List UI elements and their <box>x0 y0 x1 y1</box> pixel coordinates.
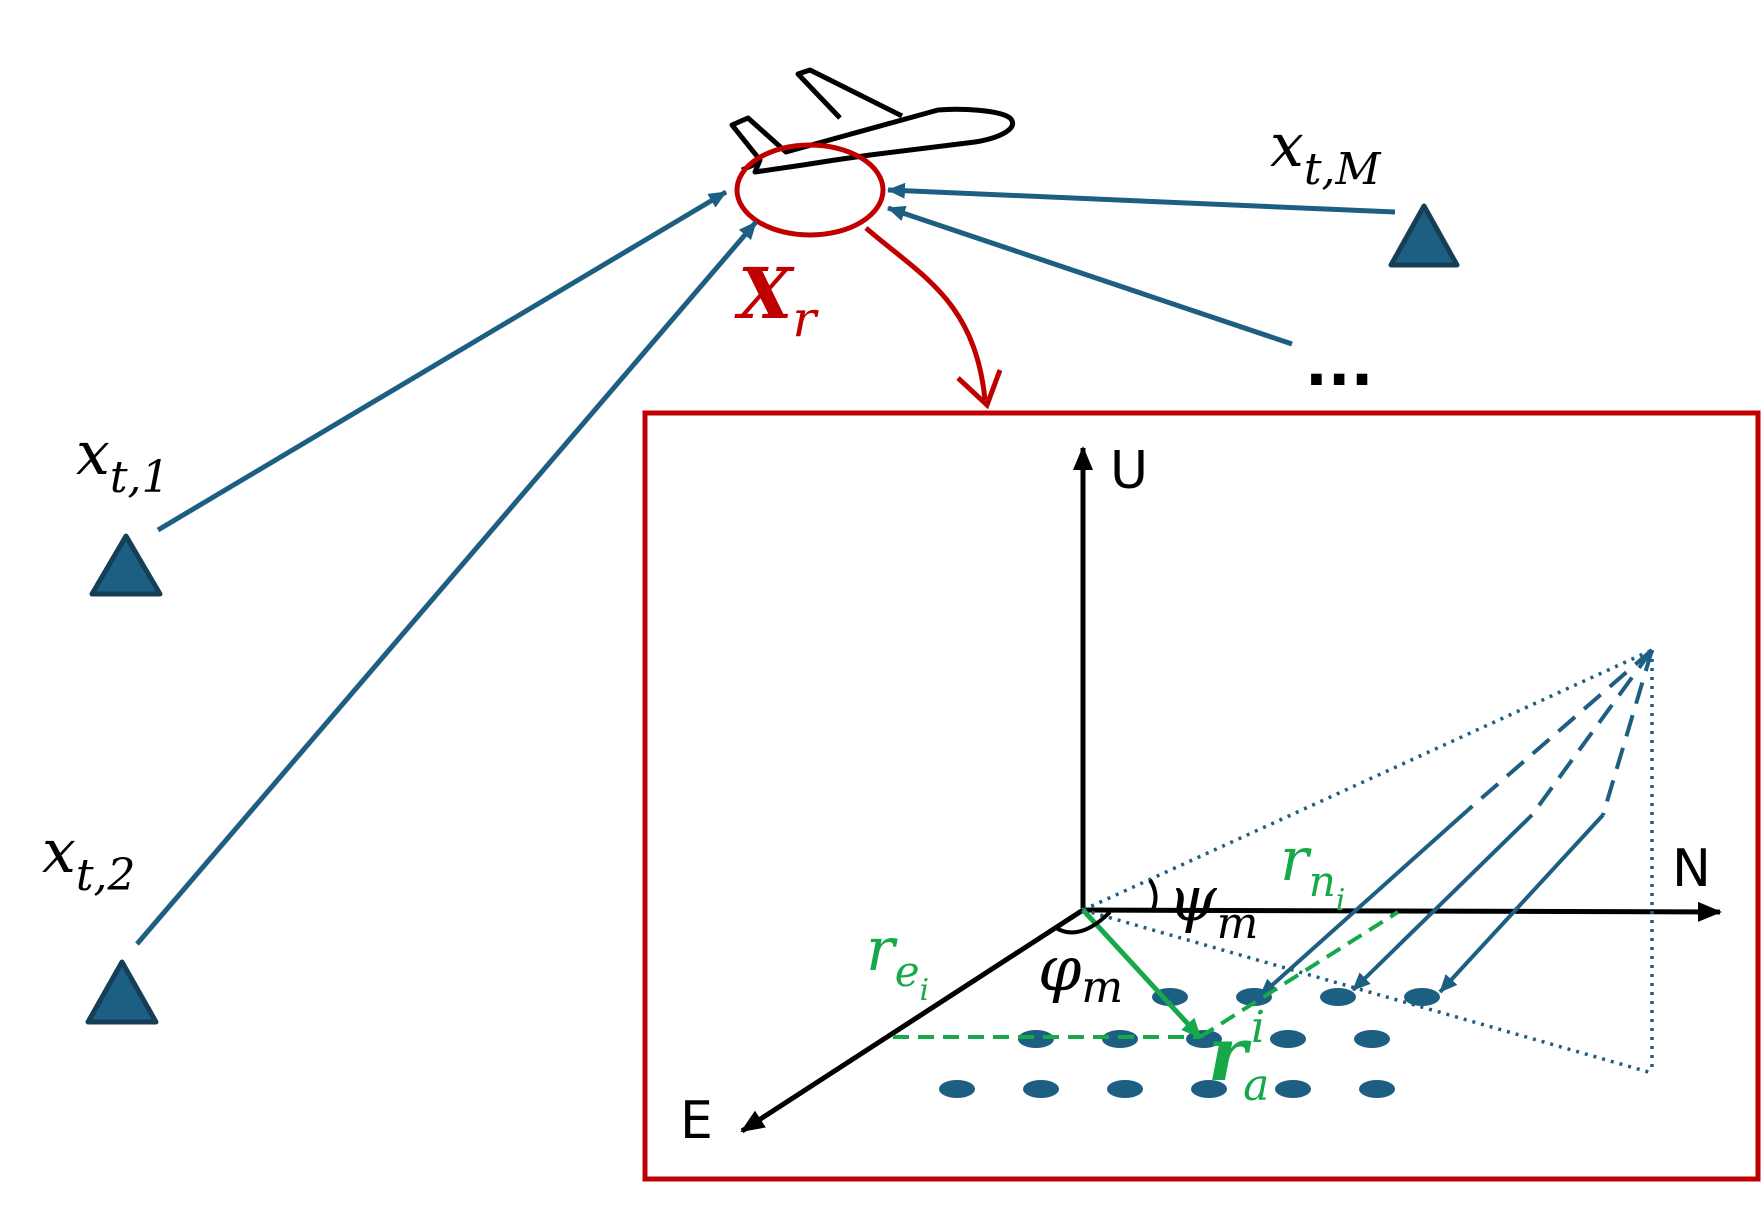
up-axis-label: U <box>1110 441 1148 501</box>
antenna-array <box>939 988 1440 1098</box>
elevation-angle-label: ψm <box>1168 862 1258 949</box>
signal-path-M <box>887 182 1396 215</box>
zoom-pointer-arrowhead <box>956 369 1003 410</box>
station-2-triangle-icon <box>85 959 159 1025</box>
incoming-ray-1 <box>1466 648 1654 812</box>
east-axis-label: E <box>680 1091 713 1151</box>
receiver-ellipse <box>734 142 886 238</box>
zoom-pointer-arrow <box>864 226 988 401</box>
signal-paths <box>135 182 1396 946</box>
antenna-element <box>1275 1080 1311 1098</box>
elevation-angle-arc <box>1148 878 1158 913</box>
antenna-element <box>1359 1080 1395 1098</box>
station-M-label: xt,M <box>1270 111 1382 195</box>
enu-axes <box>740 446 1722 1134</box>
azimuth-angle-arc <box>1054 910 1112 935</box>
more-stations-ellipsis: ... <box>1305 330 1373 400</box>
east-component-label: rei <box>866 915 929 1008</box>
east-axis <box>740 907 1085 1134</box>
incoming-ray-3 <box>1601 649 1654 816</box>
signal-path-dots <box>887 205 1293 347</box>
north-component-label: rni <box>1280 825 1345 918</box>
incoming-ray-2 <box>1530 648 1654 817</box>
incoming-wavefront-rays <box>1258 648 1654 998</box>
antenna-element <box>1191 1080 1227 1098</box>
signal-direction-projection <box>1082 648 1654 1075</box>
station-2-label: xt,2 <box>42 817 136 901</box>
receiver-label: Xr <box>734 252 819 348</box>
antenna-position-geometry <box>893 908 1400 1039</box>
antenna-element <box>939 1080 975 1098</box>
antenna-element <box>1404 988 1440 1006</box>
antenna-element <box>1270 1030 1306 1048</box>
antenna-element <box>1354 1030 1390 1048</box>
north-component-line <box>1198 910 1400 1039</box>
inset-frame <box>642 410 1761 1182</box>
antenna-element <box>1320 988 1356 1006</box>
signal-path-2 <box>135 220 758 946</box>
north-axis-label: N <box>1672 839 1711 899</box>
antenna-position-vector <box>1081 908 1202 1039</box>
station-1-triangle-icon <box>89 533 163 597</box>
antenna-element <box>1107 1080 1143 1098</box>
antenna-element <box>1023 1080 1059 1098</box>
aircraft-icon <box>729 67 1015 175</box>
antenna-element <box>1236 988 1272 1006</box>
antenna-element <box>1018 1030 1054 1048</box>
signal-path-1 <box>156 189 728 533</box>
station-1-label: xt,1 <box>76 419 170 503</box>
north-axis <box>1082 901 1722 922</box>
station-M-triangle-icon <box>1388 203 1460 268</box>
azimuth-angle-label: φm <box>1038 932 1123 1013</box>
